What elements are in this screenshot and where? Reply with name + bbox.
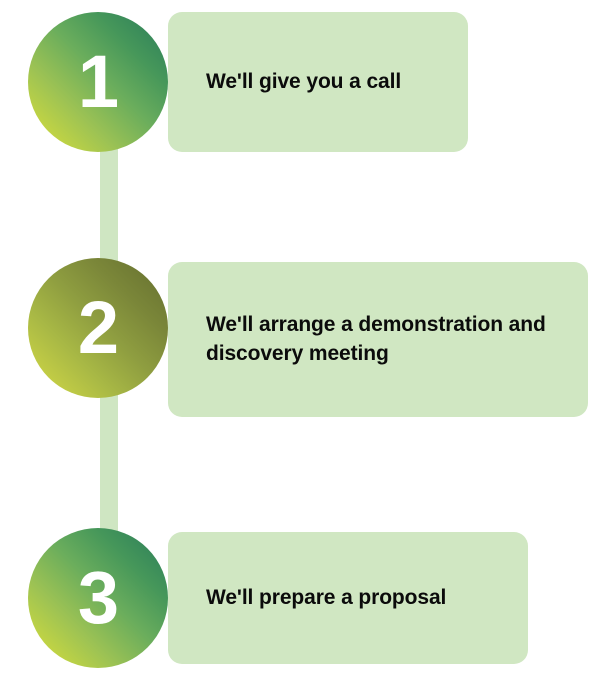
step-number-3: 3 (77, 556, 119, 639)
step-card-2: We'll arrange a demonstration and discov… (168, 262, 588, 417)
step-label-1: We'll give you a call (206, 69, 402, 93)
step-connector-2-3 (100, 386, 118, 540)
step-badge-2: 2 (28, 258, 168, 398)
step-card-1: We'll give you a call (168, 12, 468, 152)
step-badge-1: 1 (28, 12, 168, 152)
step-item-2: We'll arrange a demonstration and discov… (0, 258, 600, 417)
step-badge-3: 3 (28, 528, 168, 668)
step-number-2: 2 (77, 286, 119, 369)
step-connector-1-2 (100, 140, 118, 270)
step-item-1: We'll give you a call 1 (0, 12, 600, 152)
step-label-2: We'll arrange a demonstration and discov… (206, 313, 546, 365)
step-number-1: 1 (77, 40, 119, 123)
step-card-3: We'll prepare a proposal (168, 532, 528, 664)
step-label-3: We'll prepare a proposal (206, 585, 447, 609)
step-item-3: We'll prepare a proposal 3 (0, 528, 600, 668)
